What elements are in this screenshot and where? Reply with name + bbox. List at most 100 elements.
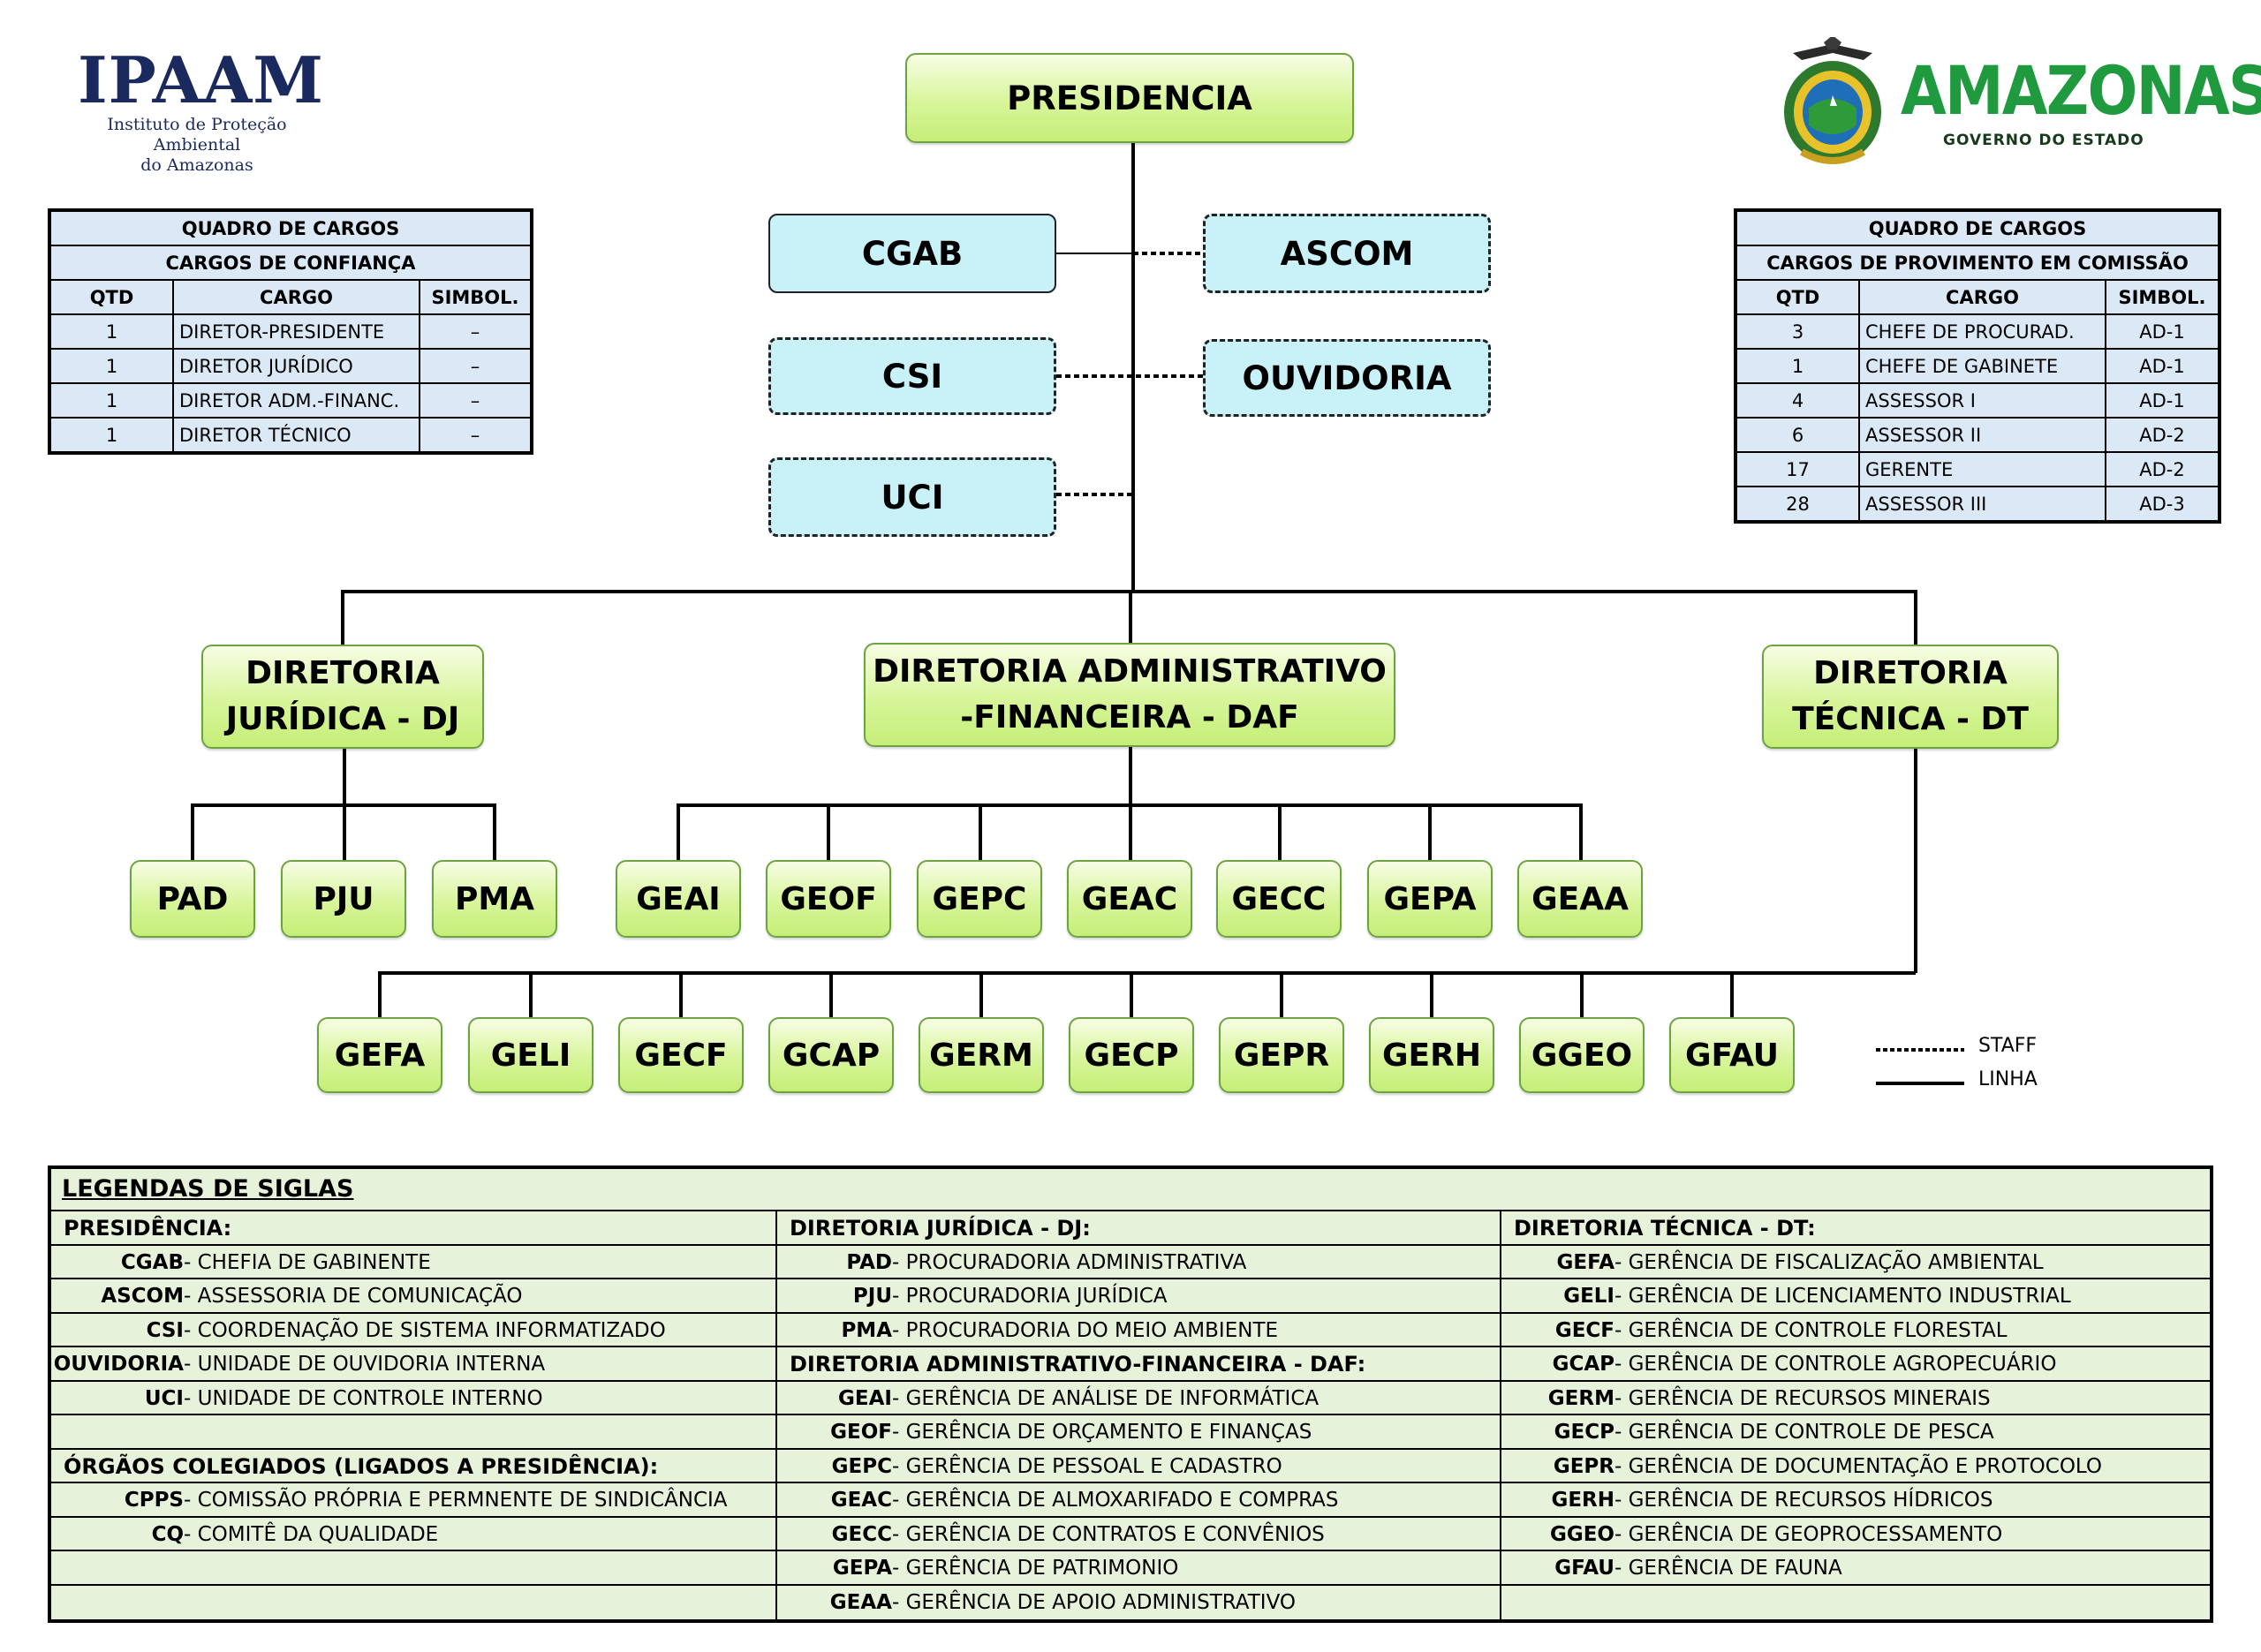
ascom-box: ASCOM <box>1203 214 1491 293</box>
legend-desc: - PROCURADORIA ADMINISTRATIVA <box>892 1250 1247 1274</box>
legend-row: DIRETORIA TÉCNICA - DT: <box>1501 1210 2213 1244</box>
diretoria-juridica-box: DIRETORIA JURÍDICA - DJ <box>201 645 484 749</box>
legend-abbr: ASCOM <box>101 1285 184 1308</box>
legend-desc: - GERÊNCIA DE RECURSOS MINERAIS <box>1614 1386 1991 1410</box>
table-subtitle: CARGOS DE CONFIANÇA <box>49 245 533 281</box>
siglas-column-dt: DIRETORIA TÉCNICA - DT:GEFA- GERÊNCIA DE… <box>1500 1210 2213 1623</box>
unit-gfau: GFAU <box>1669 1017 1795 1093</box>
cargos-confianca-table: QUADRO DE CARGOS CARGOS DE CONFIANÇA QTD… <box>48 208 533 455</box>
cell-qtd: 6 <box>1735 417 1860 453</box>
legend-group-header: DIRETORIA TÉCNICA - DT: <box>1514 1216 1816 1241</box>
unit-pju: PJU <box>281 860 406 938</box>
unit-gepc: GEPC <box>917 860 1042 938</box>
legend-desc: - COORDENAÇÃO DE SISTEMA INFORMATIZADO <box>184 1318 666 1342</box>
cell-qtd: 1 <box>1735 348 1860 384</box>
legend-desc: - COMISSÃO PRÓPRIA E PERMNENTE DE SINDIC… <box>184 1489 728 1512</box>
legend-desc: - COMITÊ DA QUALIDADE <box>184 1522 439 1546</box>
table-row: 17 GERENTE AD-2 <box>1735 451 2220 487</box>
legend-group-header: ÓRGÃOS COLEGIADOS (LIGADOS A PRESIDÊNCIA… <box>64 1453 659 1479</box>
legend-abbr: GCAP <box>1552 1353 1614 1376</box>
legend-group-header: DIRETORIA JURÍDICA - DJ: <box>790 1216 1091 1241</box>
csi-box: CSI <box>768 337 1056 415</box>
unit-pad: PAD <box>130 860 255 938</box>
legend-abbr: GEFA <box>1556 1250 1614 1274</box>
legend-desc: - GERÊNCIA DE ANÁLISE DE INFORMÁTICA <box>892 1386 1320 1410</box>
legend-desc: - ASSESSORIA DE COMUNICAÇÃO <box>184 1285 523 1308</box>
legend-abbr: PAD <box>846 1250 892 1274</box>
cell-simbol: AD-3 <box>2105 486 2220 523</box>
legend-row: CPPS- COMISSÃO PRÓPRIA E PERMNENTE DE SI… <box>51 1482 775 1516</box>
legend-row: GELI- GERÊNCIA DE LICENCIAMENTO INDUSTRI… <box>1501 1278 2213 1312</box>
cell-simbol: AD-2 <box>2105 417 2220 453</box>
coat-of-arms-icon <box>1784 37 1881 164</box>
legend-desc: - GERÊNCIA DE ALMOXARIFADO E COMPRAS <box>892 1489 1339 1512</box>
legend-row: PJU- PROCURADORIA JURÍDICA <box>777 1278 1500 1312</box>
cell-qtd: 1 <box>49 417 174 454</box>
legend-abbr: GEAI <box>838 1386 892 1410</box>
legend-desc: - GERÊNCIA DE CONTROLE FLORESTAL <box>1614 1318 2008 1342</box>
legend-row: DIRETORIA JURÍDICA - DJ: <box>777 1210 1500 1244</box>
legend-row: GCAP- GERÊNCIA DE CONTROLE AGROPECUÁRIO <box>1501 1346 2213 1380</box>
cell-simbol: – <box>419 348 533 384</box>
legend-abbr: GECC <box>831 1522 892 1546</box>
amazonas-subtitle: GOVERNO DO ESTADO <box>1943 132 2144 149</box>
table-row: 1 DIRETOR TÉCNICO – <box>49 417 533 454</box>
legend-desc: - GERÊNCIA DE CONTROLE DE PESCA <box>1614 1421 1994 1444</box>
col-header-simbol: SIMBOL. <box>419 279 533 315</box>
legend-abbr: GECP <box>1554 1421 1614 1444</box>
unit-gcap: GCAP <box>768 1017 894 1093</box>
cell-cargo: DIRETOR-PRESIDENTE <box>172 313 420 350</box>
legend-row: GEAA- GERÊNCIA DE APOIO ADMINISTRATIVO <box>777 1583 1500 1618</box>
legend-row: GEOF- GERÊNCIA DE ORÇAMENTO E FINANÇAS <box>777 1414 1500 1448</box>
unit-gecp: GECP <box>1069 1017 1194 1093</box>
siglas-title: LEGENDAS DE SIGLAS <box>62 1175 354 1203</box>
siglas-column-dj-daf: DIRETORIA JURÍDICA - DJ:PAD- PROCURADORI… <box>775 1210 1500 1623</box>
legend-desc: - GERÊNCIA DE CONTRATOS E CONVÊNIOS <box>892 1522 1325 1546</box>
legend-linha-label: LINHA <box>1978 1068 2038 1090</box>
legend-row <box>51 1414 775 1448</box>
cell-simbol: AD-1 <box>2105 348 2220 384</box>
legend-row: CQ- COMITÊ DA QUALIDADE <box>51 1515 775 1550</box>
table-row: 1 DIRETOR ADM.-FINANC. – <box>49 382 533 419</box>
legend-desc: - UNIDADE DE OUVIDORIA INTERNA <box>184 1353 546 1376</box>
table-title: QUADRO DE CARGOS <box>1735 209 2220 246</box>
legend-row: GERH- GERÊNCIA DE RECURSOS HÍDRICOS <box>1501 1482 2213 1516</box>
legend-abbr: GERM <box>1547 1386 1614 1410</box>
legend-abbr: GEPA <box>832 1557 892 1580</box>
legend-row: GECP- GERÊNCIA DE CONTROLE DE PESCA <box>1501 1414 2213 1448</box>
col-header-qtd: QTD <box>49 279 174 315</box>
amazonas-logo: AMAZONAS GOVERNO DO ESTADO <box>1775 37 2261 170</box>
legend-abbr: OUVIDORIA <box>53 1353 184 1376</box>
cell-cargo: CHEFE DE GABINETE <box>1858 348 2106 384</box>
unit-gecf: GECF <box>618 1017 744 1093</box>
table-row: 3 CHEFE DE PROCURAD. AD-1 <box>1735 313 2220 350</box>
legend-abbr: GFAU <box>1554 1557 1614 1580</box>
legend-desc: - GERÊNCIA DE CONTROLE AGROPECUÁRIO <box>1614 1353 2057 1376</box>
legend-abbr: CPPS <box>124 1489 184 1512</box>
legend-abbr: GGEO <box>1549 1522 1614 1546</box>
legend-abbr: CSI <box>146 1318 184 1342</box>
unit-gepr: GEPR <box>1219 1017 1344 1093</box>
table-row: 1 DIRETOR JURÍDICO – <box>49 348 533 384</box>
cell-simbol: AD-1 <box>2105 313 2220 350</box>
table-subtitle: CARGOS DE PROVIMENTO EM COMISSÃO <box>1735 245 2220 281</box>
legend-row: GEFA- GERÊNCIA DE FISCALIZAÇÃO AMBIENTAL <box>1501 1243 2213 1279</box>
cell-cargo: DIRETOR JURÍDICO <box>172 348 420 384</box>
legend-row <box>51 1550 775 1584</box>
legend-desc: - GERÊNCIA DE APOIO ADMINISTRATIVO <box>892 1590 1297 1614</box>
legend-row <box>51 1583 775 1618</box>
dotted-line-icon <box>1876 1048 1964 1052</box>
table-row: 1 CHEFE DE GABINETE AD-1 <box>1735 348 2220 384</box>
legend-row: PAD- PROCURADORIA ADMINISTRATIVA <box>777 1243 1500 1279</box>
diretoria-adm-financeira-box: DIRETORIA ADMINISTRATIVO -FINANCEIRA - D… <box>864 643 1395 747</box>
cell-qtd: 1 <box>49 313 174 350</box>
cell-simbol: – <box>419 313 533 350</box>
cell-cargo: ASSESSOR III <box>1858 486 2106 523</box>
legend-staff-label: STAFF <box>1978 1035 2038 1057</box>
legend-abbr: UCI <box>144 1386 184 1410</box>
cell-simbol: – <box>419 382 533 419</box>
uci-box: UCI <box>768 457 1056 537</box>
cell-simbol: AD-2 <box>2105 451 2220 487</box>
legend-desc: - GERÊNCIA DE FISCALIZAÇÃO AMBIENTAL <box>1614 1250 2044 1274</box>
